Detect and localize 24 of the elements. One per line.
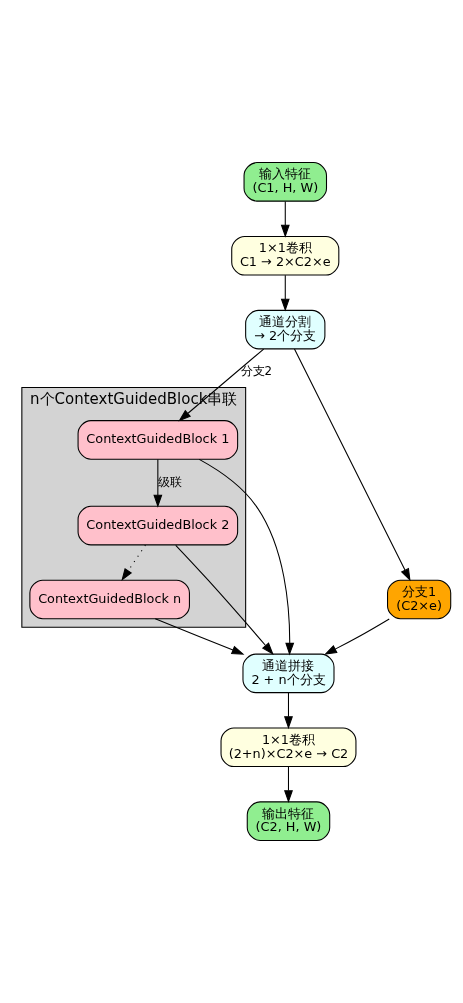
edge-label: 分支2	[240, 364, 272, 379]
node-box: 分支1 (C2×e)	[386, 579, 451, 620]
arrow	[177, 348, 264, 422]
node-box: 通道分割 → 2个分支	[244, 309, 325, 350]
arrow	[283, 766, 293, 804]
node-box: 输出特征 (C2, H, W)	[246, 801, 330, 841]
node-box: 1×1卷积 C1 → 2×C2×e	[230, 235, 339, 276]
node-box: ContextGuidedBlock 2	[77, 505, 238, 546]
node-box: ContextGuidedBlock n	[28, 579, 190, 620]
arrow	[174, 544, 274, 655]
arrow	[198, 458, 294, 656]
arrow	[152, 459, 162, 508]
arrow	[154, 618, 244, 655]
node-box: 通道拼接 2 + n个分支	[241, 653, 335, 694]
arrow	[283, 692, 293, 730]
arrow	[280, 274, 290, 312]
arrow	[280, 200, 290, 238]
arrow	[293, 348, 411, 582]
edge-label: 级联	[157, 474, 182, 489]
node-box: ContextGuidedBlock 1	[77, 420, 238, 460]
arrow	[120, 544, 146, 582]
node-box: 输入特征 (C1, H, W)	[243, 162, 327, 202]
arrow	[323, 618, 390, 655]
node-box: 1×1卷积 (2+n)×C2×e → C2	[220, 727, 356, 768]
